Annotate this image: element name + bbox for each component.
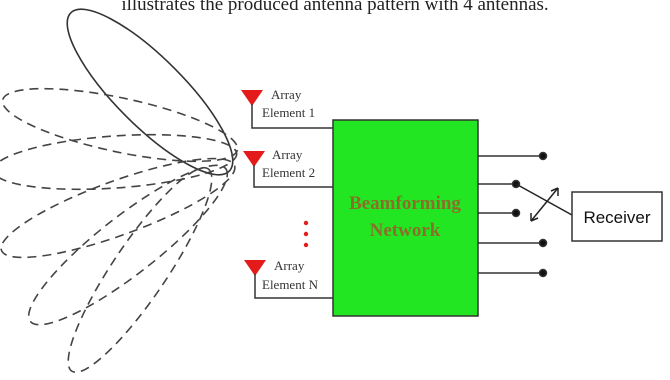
array-element-1: Array Element 1 (241, 87, 333, 129)
double-arrow-icon (530, 187, 559, 222)
port-terminal (538, 268, 548, 278)
beamforming-label-line2: Network (370, 220, 441, 241)
port-terminal (538, 238, 548, 248)
switch (515, 183, 573, 222)
main-lobe (66, 8, 234, 176)
caption: illustrates the produced antenna pattern… (121, 0, 549, 15)
beamforming-network-block (332, 119, 479, 317)
element-label-line2: Element 1 (262, 105, 315, 120)
receiver-box (571, 191, 663, 242)
side-lobe (1, 87, 239, 163)
element-label-line1: Array (274, 258, 305, 273)
antenna-icon (241, 90, 263, 106)
element-label-line1: Array (271, 87, 302, 102)
side-lobe (67, 166, 213, 374)
port-terminal (511, 208, 521, 218)
antenna-icon (243, 151, 265, 167)
element-label-line2: Element N (262, 277, 319, 292)
feed-line (253, 165, 333, 188)
element-label-line2: Element 2 (262, 165, 315, 180)
feed-line (254, 274, 333, 299)
beamforming-label-line1: Beamforming (349, 193, 461, 214)
side-lobe (27, 164, 229, 326)
receiver-label: Receiver (583, 208, 650, 227)
side-lobe (0, 133, 238, 191)
array-element-2: Array Element 2 (243, 147, 333, 188)
port-terminal (538, 151, 548, 161)
side-lobe (0, 157, 236, 259)
array-element-n: Array Element N (244, 258, 333, 299)
antenna-icon (244, 260, 266, 276)
feed-line (251, 104, 333, 129)
element-label-line1: Array (272, 147, 303, 162)
beam-pattern (0, 8, 239, 374)
ellipsis-dots (303, 220, 309, 248)
